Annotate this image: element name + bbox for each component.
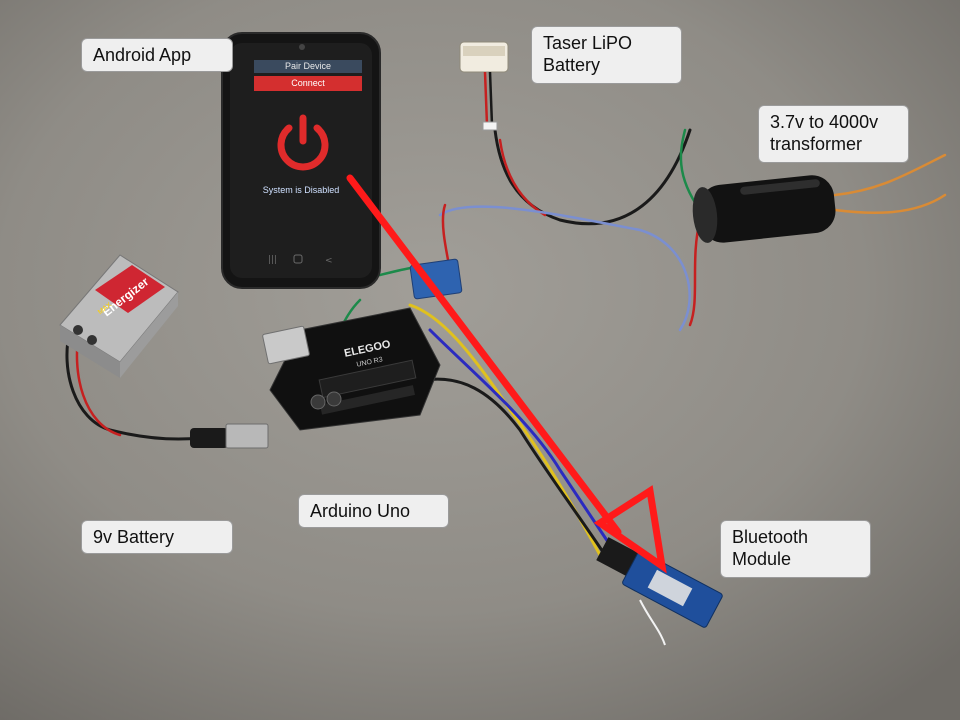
connect-button[interactable]: Connect bbox=[291, 78, 325, 88]
label-nine-volt-battery: 9v Battery bbox=[81, 520, 233, 554]
transformer-cylinder bbox=[692, 175, 836, 243]
svg-text:<: < bbox=[325, 256, 333, 266]
svg-text:|||: ||| bbox=[268, 255, 277, 265]
wires bbox=[65, 128, 947, 562]
nine-volt-battery: Energizer MAX bbox=[59, 254, 179, 378]
barrel-plug bbox=[190, 423, 269, 449]
bluetooth-module bbox=[596, 537, 723, 646]
label-taser-battery: Taser LiPO Battery bbox=[531, 26, 682, 84]
label-transformer: 3.7v to 4000v transformer bbox=[758, 105, 909, 163]
red-arrow bbox=[346, 174, 667, 574]
arduino-board: ELEGOO UNO R3 bbox=[262, 307, 441, 431]
phone: ||| < bbox=[221, 32, 381, 289]
pair-device-button[interactable]: Pair Device bbox=[284, 61, 331, 71]
label-android-app: Android App bbox=[81, 38, 233, 72]
lipo-battery bbox=[459, 41, 509, 131]
power-icon[interactable] bbox=[277, 114, 329, 171]
system-status-text: System is Disabled bbox=[262, 185, 340, 195]
label-bluetooth-module: Bluetooth Module bbox=[720, 520, 871, 578]
label-arduino-uno: Arduino Uno bbox=[298, 494, 449, 528]
